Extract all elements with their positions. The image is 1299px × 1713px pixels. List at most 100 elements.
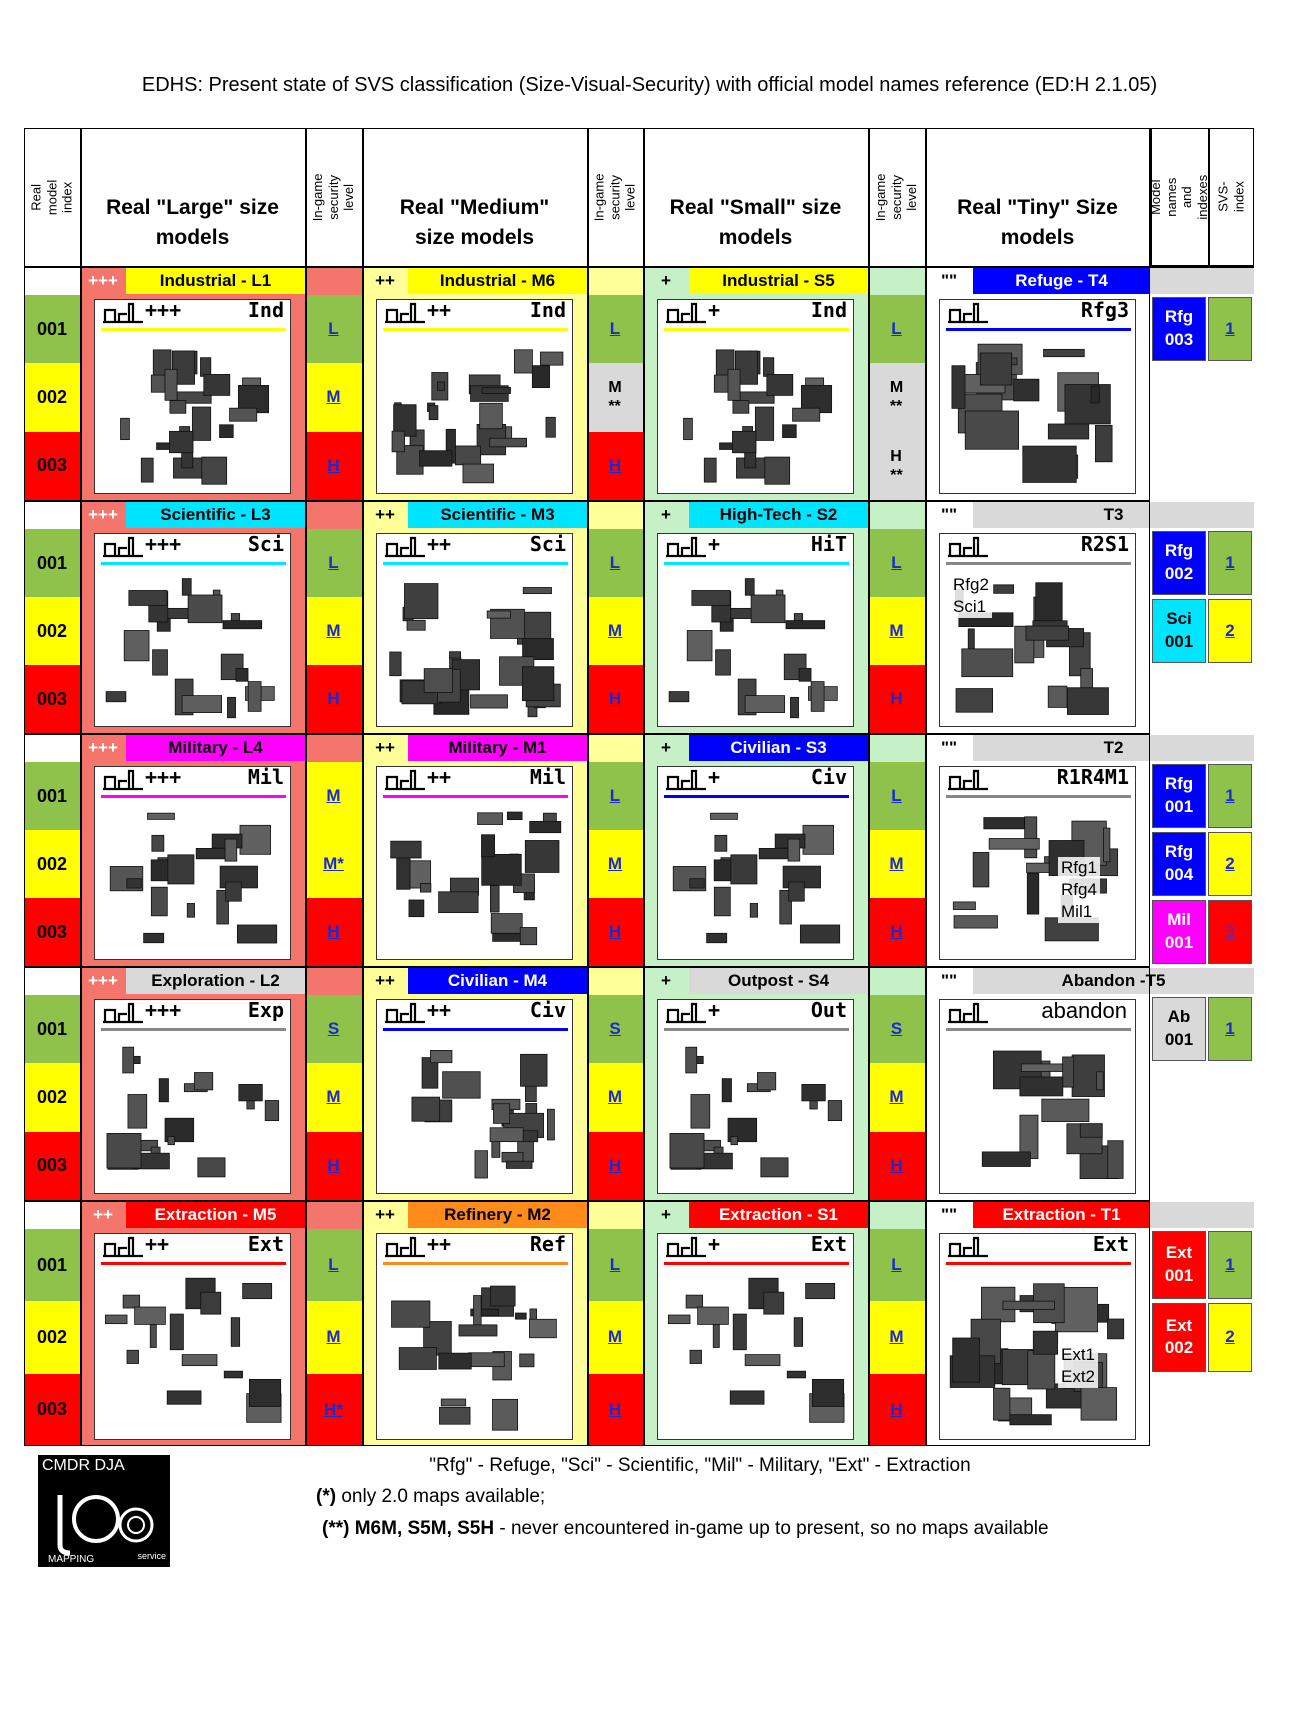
- svs-index-3[interactable]: 3: [1208, 900, 1252, 964]
- svs-index-1[interactable]: 1: [1208, 764, 1252, 828]
- large-security-2[interactable]: M: [305, 363, 362, 432]
- small-security-1[interactable]: L: [868, 295, 925, 364]
- medium-security-2: M **: [587, 363, 643, 432]
- svs-index-1[interactable]: 1: [1208, 997, 1252, 1062]
- large-security-2[interactable]: M: [305, 597, 362, 665]
- map-tag: Exp: [247, 999, 284, 1022]
- large-plus: +++: [80, 500, 126, 529]
- large-security-3[interactable]: H*: [305, 1373, 362, 1446]
- medium-security-1[interactable]: S: [587, 995, 643, 1064]
- structure-block: [128, 590, 168, 606]
- small-security-2[interactable]: M: [868, 1063, 925, 1132]
- large-security-2[interactable]: M*: [305, 830, 362, 898]
- structure-block: [811, 1378, 845, 1407]
- svs-index-1[interactable]: 1: [1208, 297, 1252, 362]
- svs-index-2[interactable]: 2: [1208, 1303, 1252, 1372]
- medium-security-1[interactable]: L: [587, 529, 643, 597]
- small-security-3[interactable]: H: [868, 898, 925, 966]
- structure-block: [529, 820, 562, 834]
- small-security-2[interactable]: M: [868, 1301, 925, 1374]
- large-security-1[interactable]: M: [305, 762, 362, 830]
- map-caption: Rfg2 Sci1: [950, 574, 992, 619]
- map-plus: +: [708, 1233, 721, 1256]
- grid-vline: [868, 128, 870, 1446]
- logo-service: service: [137, 1551, 166, 1561]
- small-security-2[interactable]: M: [868, 830, 925, 898]
- structure-block: [462, 463, 494, 484]
- medium-security-2[interactable]: M: [587, 1301, 643, 1374]
- medium-security-1[interactable]: L: [587, 1229, 643, 1302]
- small-security-2[interactable]: M: [868, 597, 925, 665]
- medium-security-3[interactable]: H: [587, 1131, 643, 1200]
- map-drawing: [383, 1236, 568, 1431]
- header-small: Real "Small" size models: [669, 195, 842, 249]
- medium-security-3[interactable]: H: [587, 898, 643, 966]
- row-index-002: 002: [24, 1301, 80, 1374]
- small-security-1[interactable]: L: [868, 762, 925, 830]
- medium-security-1[interactable]: L: [587, 295, 643, 364]
- structure-block: [479, 402, 503, 430]
- medium-security-2[interactable]: M: [587, 597, 643, 665]
- small-security-1[interactable]: S: [868, 995, 925, 1064]
- map-tag: Ext: [810, 1233, 847, 1256]
- svs-index-1[interactable]: 1: [1208, 1231, 1252, 1300]
- large-security-3[interactable]: H: [305, 431, 362, 500]
- large-security-2[interactable]: M: [305, 1063, 362, 1132]
- structure-block: [547, 1108, 555, 1141]
- small-security-3[interactable]: H: [868, 1373, 925, 1446]
- row-index-002: 002: [24, 1063, 80, 1132]
- structure-block: [169, 430, 194, 454]
- small-security-1[interactable]: L: [868, 1229, 925, 1302]
- medium-security-2[interactable]: M: [587, 830, 643, 898]
- svs-index-2[interactable]: 2: [1208, 599, 1252, 663]
- medium-security-2[interactable]: M: [587, 1063, 643, 1132]
- svs-index-1[interactable]: 1: [1208, 531, 1252, 595]
- structure-block: [691, 590, 731, 606]
- medium-model-label: Industrial - M6: [408, 268, 587, 294]
- large-security-1[interactable]: L: [305, 529, 362, 597]
- structure-block: [421, 1057, 439, 1089]
- structure-block: [993, 1387, 1011, 1421]
- map-drawing: [664, 302, 849, 485]
- factory-icon: [666, 769, 706, 791]
- map-drawing: [946, 1236, 1131, 1426]
- large-security-1[interactable]: L: [305, 295, 362, 364]
- small-security-3[interactable]: H: [868, 665, 925, 733]
- structure-block: [1002, 1300, 1055, 1310]
- large-security-3[interactable]: H: [305, 665, 362, 733]
- small-security-1[interactable]: L: [868, 529, 925, 597]
- small-sec-head: [868, 266, 925, 295]
- small-model-label: High-Tech - S2: [689, 502, 868, 528]
- structure-block: [419, 450, 453, 467]
- medium-security-3[interactable]: H: [587, 1373, 643, 1446]
- factory-icon: [666, 536, 706, 558]
- structure-block: [799, 924, 841, 944]
- factory-icon: [948, 1236, 988, 1258]
- factory-icon: [666, 302, 706, 324]
- map-drawing: [946, 1002, 1131, 1180]
- model-name-number: 002: [1164, 1338, 1194, 1358]
- large-security-1[interactable]: L: [305, 1229, 362, 1302]
- structure-block: [749, 903, 758, 918]
- large-security-1[interactable]: S: [305, 995, 362, 1064]
- small-security-3[interactable]: H: [868, 1131, 925, 1200]
- large-security-3[interactable]: H: [305, 1131, 362, 1200]
- row-index-003: 003: [24, 1373, 80, 1446]
- medium-security-1[interactable]: L: [587, 762, 643, 830]
- map-tag: abandon: [1041, 999, 1127, 1023]
- tiny-label-tail: [1150, 268, 1254, 294]
- large-security-2[interactable]: M: [305, 1301, 362, 1374]
- category-line: [101, 562, 286, 565]
- medium-security-3[interactable]: H: [587, 431, 643, 500]
- structure-block: [474, 1150, 488, 1179]
- structure-block: [961, 648, 1014, 678]
- structure-block: [522, 638, 554, 660]
- structure-block: [423, 668, 453, 693]
- tiny-model-label: T3: [973, 502, 1254, 528]
- structure-block: [1027, 1350, 1056, 1390]
- medium-security-3[interactable]: H: [587, 665, 643, 733]
- structure-block: [710, 812, 738, 820]
- large-security-3[interactable]: H: [305, 898, 362, 966]
- svs-index-2[interactable]: 2: [1208, 832, 1252, 896]
